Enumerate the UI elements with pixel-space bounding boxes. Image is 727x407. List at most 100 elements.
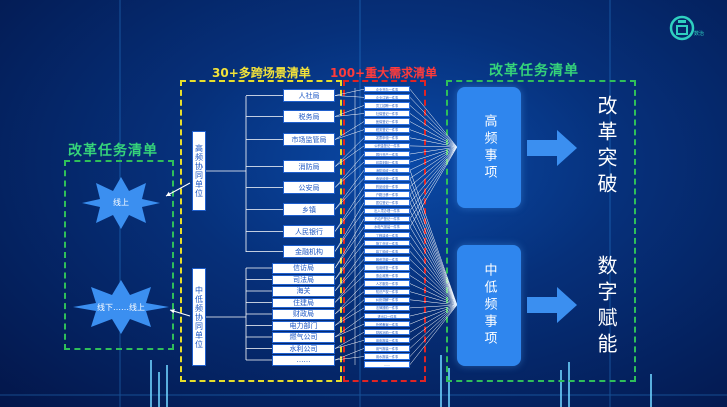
connector-line (409, 304, 458, 325)
connector-line (409, 283, 458, 306)
agency-box: …… (272, 355, 335, 366)
agency-box: 财政局 (272, 309, 335, 320)
demand-item: 用气报装一件事 (364, 345, 410, 352)
demand-item: 医保登记一件事 (364, 118, 410, 125)
agency-box: 信访局 (272, 263, 335, 274)
connector-line (334, 161, 365, 188)
demand-item: 食品经营一件事 (364, 175, 410, 182)
demand-item: 药品经营一件事 (364, 183, 410, 190)
agency-box: 人社局 (283, 89, 335, 102)
connector-line (334, 259, 365, 292)
arrow-head-icon (170, 308, 175, 314)
connector-line (409, 146, 458, 228)
agency-box: 住建局 (272, 297, 335, 308)
connector-line (409, 304, 458, 333)
connector-line (409, 146, 458, 163)
arrow-head-icon (166, 191, 171, 197)
mid-low-freq-pillar: 中低频事项 (457, 245, 521, 366)
connector-line (334, 113, 365, 117)
reform-list-title-left: 改革任务清单 (68, 143, 158, 159)
demand-item: 发票申领一件事 (364, 134, 410, 141)
demand-list-title: 100+重大需求清单 (330, 66, 438, 80)
right-reform-frame (446, 80, 636, 382)
connector-line (334, 194, 365, 232)
connector-line (334, 307, 365, 326)
connector-line (409, 242, 458, 306)
demand-item: 户籍迁移一件事 (364, 191, 410, 198)
connector-line (409, 178, 458, 306)
reform-breakthrough-text: 改革突破 (594, 95, 618, 199)
connector-line (409, 146, 458, 203)
connector-line (409, 275, 458, 306)
connector-line (334, 323, 365, 338)
demand-item: …… (364, 361, 410, 368)
connector-line (334, 121, 365, 140)
mid-low-units-label: 中低频协同单位 (192, 268, 206, 366)
connector-line (409, 121, 458, 148)
demand-item: 居住登记一件事 (364, 199, 410, 206)
demand-item: 印章刻制一件事 (364, 158, 410, 166)
demand-item: 外贸备案一件事 (364, 320, 410, 328)
connector-line (409, 105, 458, 148)
connector-line (334, 348, 365, 361)
connector-line (334, 331, 365, 349)
connector-line (409, 146, 458, 211)
demand-item: 融资贷款一件事 (364, 256, 410, 263)
demand-item: 工程建设一件事 (364, 231, 410, 239)
connector-line (409, 146, 458, 155)
connector-line (409, 89, 458, 148)
connector-line (409, 202, 458, 306)
agency-box: 金融机构 (283, 245, 335, 258)
connector-line (334, 129, 365, 140)
agency-box: 公安局 (283, 181, 335, 194)
demand-item: 不动产登记一件事 (364, 215, 410, 222)
demand-item: 社保登记一件事 (364, 110, 410, 117)
connector-line (334, 153, 365, 188)
connector-line (409, 146, 458, 219)
demand-item: 出入境办理一件事 (364, 207, 410, 214)
demand-item: 财政补助一件事 (364, 329, 410, 336)
demand-item: 员工招聘一件事 (364, 102, 410, 109)
demand-item: 信用修复一件事 (364, 264, 410, 271)
digital-empowerment-text: 数字赋能 (594, 255, 618, 359)
connector-line (409, 186, 458, 306)
connector-line (334, 283, 365, 315)
connector-line (165, 182, 191, 197)
connector-line (409, 137, 458, 148)
demand-item: 税务登记一件事 (364, 126, 410, 133)
connector-line (409, 304, 458, 365)
connector-line (409, 304, 458, 357)
agency-box: 电力部门 (272, 320, 335, 331)
connector-line (409, 259, 458, 306)
connector-line (409, 129, 458, 148)
agency-box: 乡镇 (283, 203, 335, 216)
demand-item: 知识产权一件事 (364, 288, 410, 295)
connector-line (409, 299, 458, 306)
connector-line (409, 291, 458, 306)
demand-item: 惠企政策一件事 (364, 272, 410, 279)
connector-line (334, 299, 365, 326)
demand-item: 银行开户一件事 (364, 150, 410, 158)
connector-line (334, 88, 365, 96)
connector-line (409, 145, 458, 148)
demand-item: 企业注销一件事 (364, 94, 410, 101)
connector-line (334, 267, 365, 303)
connector-line (409, 146, 458, 171)
connector-line (334, 178, 365, 210)
left-reform-frame (64, 160, 174, 350)
demand-item: 施工许可一件事 (364, 239, 410, 247)
demand-item: 竣工验收一件事 (364, 248, 410, 255)
arrow-right-icon (527, 130, 577, 166)
connector-line (334, 170, 365, 210)
connector-line (409, 210, 458, 306)
connector-line (409, 97, 458, 148)
connector-line (409, 218, 458, 306)
demand-item: 人才服务一件事 (364, 280, 410, 287)
arrow-right-icon (527, 287, 577, 323)
agency-box: 市场监管局 (283, 133, 335, 146)
connector-line (409, 251, 458, 306)
high-freq-units-label: 高频协同单位 (192, 131, 206, 211)
connector-line (334, 251, 365, 292)
connector-line (409, 304, 458, 309)
